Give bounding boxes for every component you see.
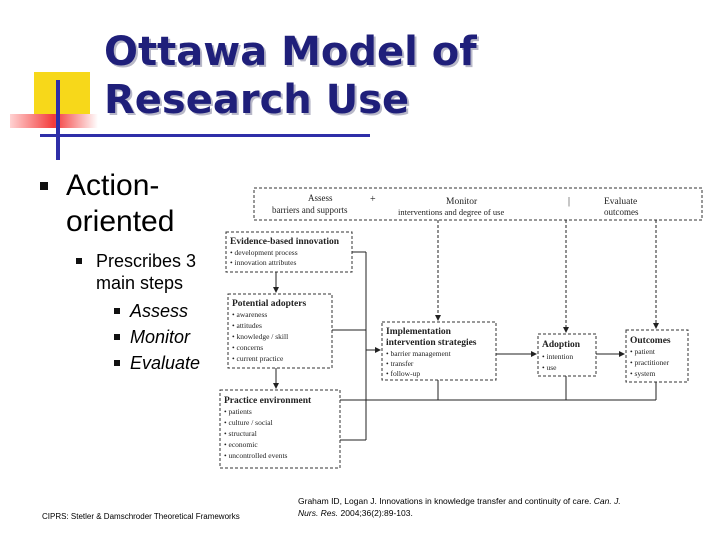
separator-bar: |	[568, 196, 570, 207]
citation-text: Graham ID, Logan J. Innovations in knowl…	[298, 496, 592, 506]
monitor-subheading: interventions and degree of use	[398, 207, 504, 217]
bullet-prescribes-steps: Prescribes 3 main steps	[96, 250, 196, 294]
outcomes-item: • patient	[630, 347, 656, 356]
bullet-marker	[114, 308, 120, 314]
citation: Graham ID, Logan J. Innovations in knowl…	[298, 495, 621, 519]
bullet-marker	[114, 360, 120, 366]
adopters-item: • current practice	[232, 354, 284, 363]
implementation-title: Implementation	[386, 327, 452, 337]
step-assess: Assess	[130, 301, 189, 321]
evaluate-subheading: outcomes	[604, 207, 639, 217]
citation-journal-cont: Nurs. Res.	[298, 508, 339, 518]
implementation-item: • barrier management	[386, 349, 452, 358]
evaluate-heading: Evaluate	[604, 197, 637, 207]
monitor-heading: Monitor	[446, 197, 478, 207]
adopters-box	[227, 293, 333, 369]
adopters-item: • awareness	[232, 310, 267, 319]
adopters-item: • knowledge / skill	[232, 332, 288, 341]
bullet-text-line: oriented	[66, 205, 175, 238]
adopters-item: • concerns	[232, 343, 263, 352]
outcomes-box	[625, 329, 689, 383]
environment-item: • structural	[224, 429, 257, 438]
title-line-1: Ottawa Model of	[104, 29, 477, 75]
slide-title: Ottawa Model of Research Use	[104, 28, 477, 124]
title-line-2: Research Use	[104, 77, 410, 123]
separator-plus: +	[370, 194, 376, 205]
implementation-box	[381, 321, 497, 381]
environment-title: Practice environment	[224, 396, 312, 406]
outcomes-item: • practitioner	[630, 358, 670, 367]
adoption-item: • use	[542, 363, 557, 372]
evidence-title: Evidence-based innovation	[230, 237, 340, 247]
adopters-title: Potential adopters	[232, 299, 306, 309]
evidence-item: • development process	[230, 248, 298, 257]
implementation-subtitle: intervention strategies	[386, 338, 477, 348]
evidence-item: • innovation attributes	[230, 258, 296, 267]
bullet-marker	[76, 258, 82, 264]
bullet-action-oriented: Action- oriented	[66, 168, 174, 240]
bullet-marker	[114, 334, 120, 340]
citation-volume: 2004;36(2):89-103.	[340, 508, 413, 518]
environment-item: • economic	[224, 440, 258, 449]
adoption-item: • intention	[542, 352, 573, 361]
decor-red-bar	[10, 114, 98, 128]
environment-item: • uncontrolled events	[224, 451, 288, 460]
decor-blue-horizontal	[40, 134, 370, 137]
environment-item: • patients	[224, 407, 252, 416]
decor-blue-vertical	[56, 80, 60, 160]
environment-box	[219, 389, 341, 469]
implementation-item: • transfer	[386, 359, 414, 368]
implementation-item: • follow-up	[386, 369, 420, 378]
step-monitor: Monitor	[130, 327, 191, 347]
bullet-text-line: Prescribes 3	[96, 251, 197, 271]
adoption-title: Adoption	[542, 340, 581, 350]
bullet-marker	[40, 182, 48, 190]
assess-heading: Assess	[308, 193, 333, 203]
bullet-text-line: Action-	[66, 169, 160, 202]
outcomes-title: Outcomes	[630, 336, 671, 346]
ottawa-model-diagram: Assess barriers and supports + Monitor i…	[219, 187, 703, 469]
adopters-item: • attitudes	[232, 321, 262, 330]
bullet-text-line: main steps	[96, 273, 184, 293]
environment-item: • culture / social	[224, 418, 273, 427]
step-evaluate: Evaluate	[130, 353, 201, 373]
assess-subheading: barriers and supports	[272, 205, 348, 215]
footer-credit: CIPRS: Stetler & Damschroder Theoretical…	[42, 512, 240, 521]
outcomes-item: • system	[630, 369, 656, 378]
citation-journal: Can. J.	[593, 496, 621, 506]
